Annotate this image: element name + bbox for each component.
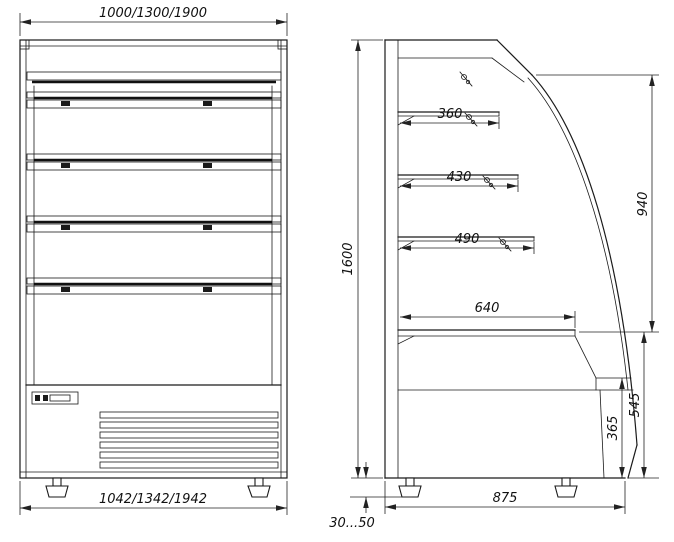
switch-icon [43,395,48,401]
dim-label-shelf-depth-2: 430 [447,170,472,185]
front-shelf-row-4 [26,277,282,295]
front-cabinet-outline [19,39,288,479]
dim-shelf-depth-4: 640 [400,301,576,328]
shelf-lamp-icon [498,237,512,252]
dim-bumper-height: 365 [606,378,625,478]
dim-label-overall-depth: 875 [493,491,518,506]
front-canopy-light [26,71,282,84]
shelf-lamp-icon [482,175,496,190]
dim-shelf-depth-3: 490 [400,232,535,254]
side-foot-front [554,477,578,498]
shelf-lamp-icon [464,112,478,127]
front-foot-left [45,477,69,498]
dim-overall-height: 1600 [341,39,383,479]
side-shelf-1 [397,111,500,127]
side-shelf-2 [397,174,519,190]
dim-overall-depth: 875 [384,481,626,514]
front-shelf-row-1 [26,91,282,109]
dim-bottom-width: 1042/1342/1942 [19,481,288,515]
front-foot-right [247,477,271,498]
dim-leg-adjust: 30...50 [329,462,412,531]
dim-top-width: 1000/1300/1900 [19,6,288,36]
dim-label-shelf-depth-4: 640 [475,301,500,316]
dim-glass-height: 940 [536,74,659,333]
side-shelf-3 [397,236,535,252]
side-body-outline [384,39,626,479]
ventilation-grille [99,411,279,469]
canopy-lamp-icon [459,71,473,87]
glass-front-curve [527,74,638,479]
dim-label-top-width: 1000/1300/1900 [99,6,207,21]
dim-label-glass-height: 940 [636,192,651,217]
dim-label-leg-adjust: 30...50 [329,516,374,531]
dim-base-height: 545 [628,332,659,479]
dim-label-overall-height: 1600 [341,242,356,275]
front-base-panel [25,384,282,469]
dim-label-shelf-depth-3: 490 [455,232,480,247]
side-view: 1600 360 430 490 [329,39,659,531]
dim-label-bumper-height: 365 [606,416,621,441]
front-shelf-row-3 [26,215,282,233]
front-view: 1000/1300/1900 1042/1342/1942 [19,6,288,515]
dim-label-shelf-depth-1: 360 [438,107,463,122]
dim-shelf-depth-2: 430 [400,170,519,192]
dim-label-bottom-width: 1042/1342/1942 [99,492,207,507]
dim-shelf-depth-1: 360 [400,107,500,129]
dim-label-base-height: 545 [628,393,643,418]
side-bottom-deck [397,329,597,379]
switch-icon [35,395,40,401]
control-panel [31,391,79,405]
side-base [397,377,634,479]
side-foot-back [398,477,422,498]
thermostat-display [49,394,71,402]
front-shelf-row-2 [26,153,282,171]
